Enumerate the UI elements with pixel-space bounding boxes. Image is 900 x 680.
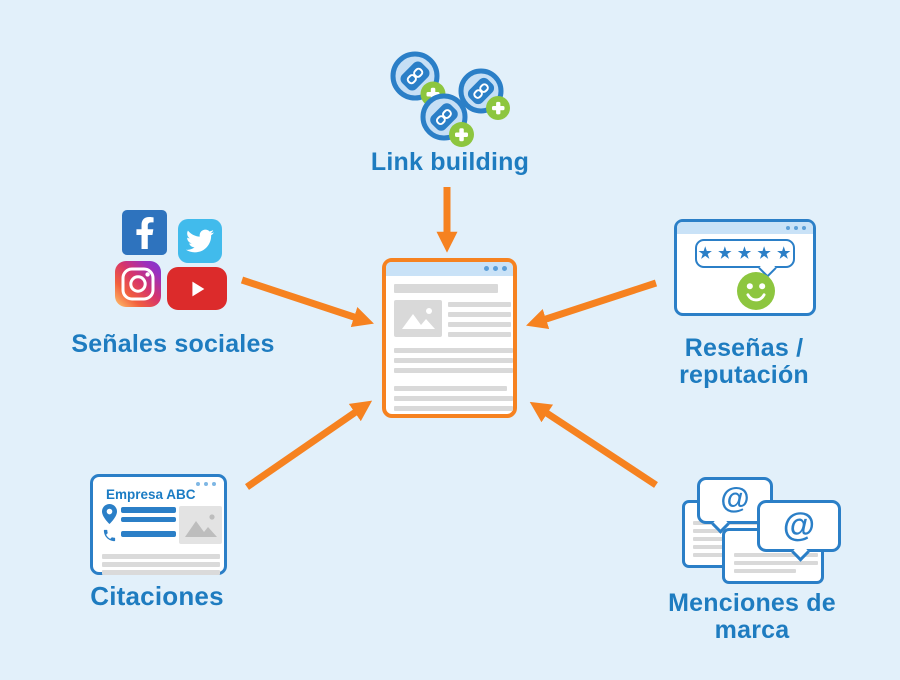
- citations-label: Citaciones: [90, 581, 224, 611]
- business-name: Empresa ABC: [106, 487, 196, 502]
- link-icon: [420, 93, 474, 147]
- youtube-icon: [167, 267, 227, 310]
- at-symbol: @: [720, 482, 750, 515]
- reviews-window: ★ ★ ★ ★ ★: [674, 219, 816, 316]
- phone-icon: [103, 529, 116, 542]
- webpage-document: [382, 258, 517, 418]
- facebook-icon: [122, 210, 167, 255]
- arrow-brand-mentions: [529, 401, 658, 488]
- arrow-citations: [245, 400, 373, 490]
- smiley-icon: [737, 272, 775, 310]
- location-pin-icon: [102, 504, 117, 524]
- link-icon: [458, 68, 510, 120]
- arrow-social-signals: [240, 276, 374, 327]
- browser-topbar: [677, 222, 813, 234]
- image-placeholder-icon: [179, 506, 222, 544]
- social-signals-label: Señales sociales: [71, 330, 275, 358]
- instagram-icon: [115, 261, 161, 307]
- arrow-reviews: [526, 279, 658, 330]
- brand-mentions-label: Menciones de marca: [668, 589, 836, 644]
- rating-bubble: ★ ★ ★ ★ ★: [695, 239, 795, 268]
- five-stars-icon: ★ ★ ★ ★ ★: [698, 245, 792, 262]
- window-dots-icon: [484, 266, 507, 271]
- image-placeholder-icon: [394, 300, 442, 337]
- citations-window: Empresa ABC: [90, 474, 227, 575]
- window-dots-icon: [786, 225, 806, 230]
- browser-topbar: [386, 262, 513, 276]
- window-dots-icon: [196, 482, 216, 486]
- reviews-label: Reseñas / reputación: [679, 334, 809, 389]
- link-building-label: Link building: [370, 148, 530, 176]
- at-symbol: @: [782, 506, 816, 543]
- twitter-icon: [178, 219, 222, 263]
